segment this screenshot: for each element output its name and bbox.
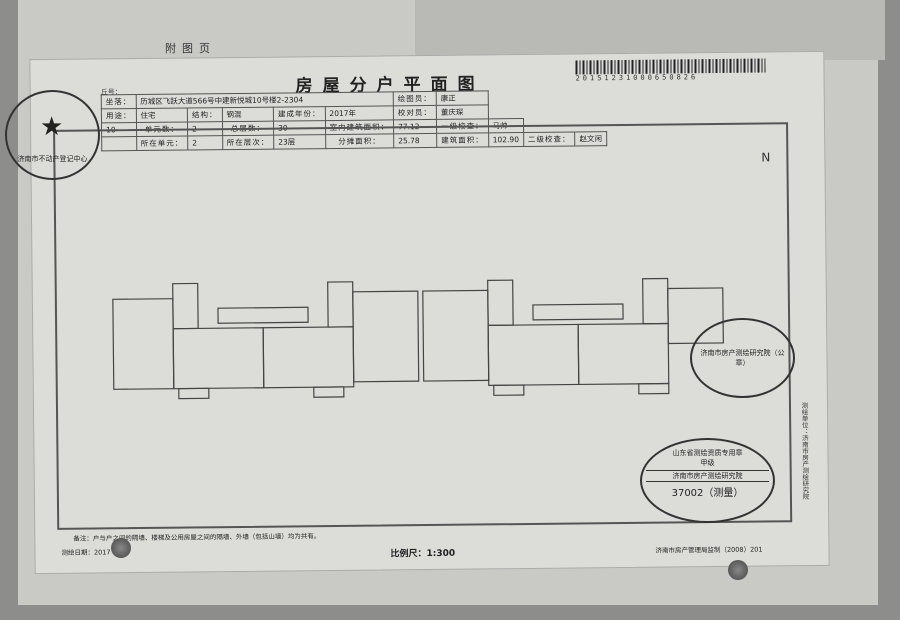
drafter: 康正 — [436, 90, 488, 106]
pin-icon — [728, 560, 748, 580]
balcony — [313, 386, 345, 398]
registration-seal: ★ 济南市不动产登记中心 — [5, 90, 100, 180]
seal-text: 山东省测绘资质专用章 — [672, 449, 743, 457]
scale: 比例尺：1:300 — [390, 548, 456, 560]
room — [532, 303, 624, 321]
balcony — [638, 382, 670, 395]
seal-code: 37002（测量） — [671, 488, 744, 499]
balcony — [493, 384, 525, 396]
label: 绘图员： — [393, 91, 437, 106]
room — [172, 282, 199, 330]
star-icon: ★ — [40, 112, 64, 142]
room — [352, 290, 420, 383]
checker: 董庆琛 — [436, 104, 488, 120]
label: 用途： — [101, 108, 136, 123]
back-page — [415, 0, 885, 60]
floor-plan-drawing — [112, 277, 724, 400]
room — [172, 327, 265, 390]
pin-icon — [111, 538, 131, 558]
seal-org: 济南市房产测绘研究院 — [646, 470, 769, 482]
maker: 济南市房产管理局监制（2008）201 — [655, 545, 763, 555]
room — [112, 298, 175, 390]
room — [262, 326, 355, 389]
survey-date: 测绘日期：2017 — [61, 548, 111, 557]
room — [487, 279, 514, 326]
label: 校对员： — [393, 105, 437, 120]
year: 2017年 — [324, 105, 394, 121]
label: 坐落： — [101, 94, 136, 109]
room — [642, 277, 669, 325]
balcony — [178, 387, 210, 400]
structure: 钢混 — [221, 107, 274, 122]
label: 结构： — [187, 107, 222, 123]
barcode-number: 20151231000650826 — [575, 73, 699, 83]
remark: 备注：户与户之间的隔墙、楼梯及公用房屋之间的隔墙、外墙（包括山墙）均为共有。 — [73, 532, 321, 543]
qualification-seal: 山东省测绘资质专用章 甲级 济南市房产测绘研究院 37002（测量） — [640, 438, 775, 523]
label: 建成年份： — [273, 106, 325, 122]
room — [217, 306, 309, 324]
seal-text: 济南市房产测绘研究院（公章） — [700, 349, 785, 367]
room — [487, 323, 580, 386]
institute-seal: 济南市房产测绘研究院（公章） — [690, 318, 795, 398]
room — [577, 322, 670, 386]
north-arrow-icon: N — [761, 150, 771, 165]
seal-grade: 甲级 — [700, 459, 715, 467]
page-header: 附图页 — [165, 42, 216, 55]
seal-text: 济南市不动产登记中心 — [17, 155, 88, 163]
room — [327, 281, 354, 328]
room — [422, 289, 490, 382]
use: 住宅 — [135, 108, 188, 123]
side-text: 测绘单位：济南市房产测绘研究院 — [799, 402, 809, 500]
